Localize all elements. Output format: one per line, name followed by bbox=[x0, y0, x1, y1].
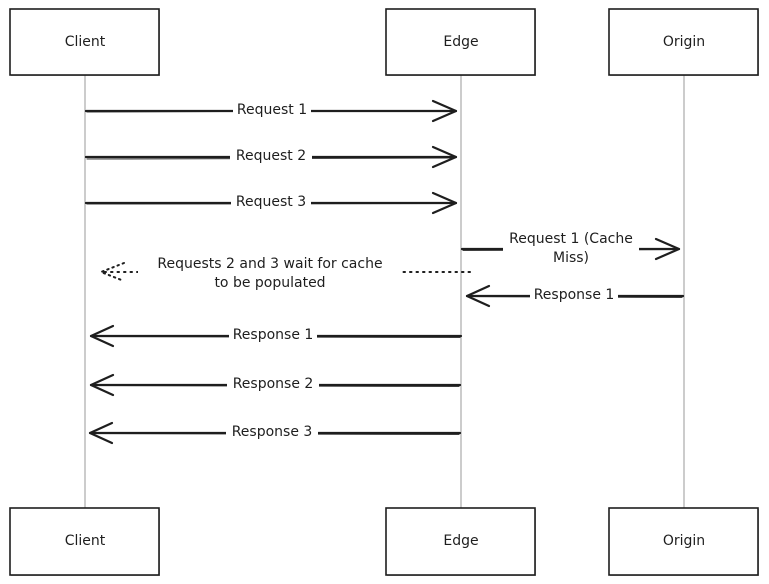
edge-label-bottom: Edge bbox=[443, 533, 478, 549]
arrowhead-left-icon bbox=[89, 373, 115, 397]
arrowhead-left-icon bbox=[88, 421, 114, 445]
message-request-1: Request 1 bbox=[84, 99, 458, 123]
arrowhead-right-icon bbox=[431, 99, 458, 123]
edge-box-top: Edge bbox=[385, 8, 536, 76]
message-response-1: Response 1 bbox=[89, 324, 463, 348]
response-1-origin-label: Response 1 bbox=[534, 287, 615, 303]
message-response-2: Response 2 bbox=[89, 373, 462, 397]
response-2-label: Response 2 bbox=[233, 376, 314, 392]
arrowhead-right-icon bbox=[431, 145, 458, 169]
client-box-top: Client bbox=[9, 8, 160, 76]
arrowhead-right-icon bbox=[431, 191, 458, 215]
request-1-cache-miss-label-line-1: Request 1 (Cache bbox=[509, 231, 633, 247]
request-1-label: Request 1 bbox=[237, 102, 307, 118]
wait-note-label-line-2: to be populated bbox=[214, 275, 325, 291]
message-response-1-origin: Response 1 bbox=[465, 284, 685, 308]
response-1-label: Response 1 bbox=[233, 327, 314, 343]
origin-label-top: Origin bbox=[663, 34, 705, 50]
origin-label-bottom: Origin bbox=[663, 533, 705, 549]
message-request-1-cache-miss: Request 1 (Cache Miss) bbox=[460, 228, 681, 268]
arrowhead-left-icon bbox=[465, 284, 491, 308]
message-response-3: Response 3 bbox=[88, 421, 462, 445]
request-3-label: Request 3 bbox=[236, 194, 306, 210]
response-3-label: Response 3 bbox=[232, 424, 313, 440]
origin-box-bottom: Origin bbox=[608, 507, 759, 576]
edge-box-bottom: Edge bbox=[385, 507, 536, 576]
client-label-top: Client bbox=[65, 34, 106, 50]
arrowhead-right-icon bbox=[654, 237, 681, 261]
message-request-3: Request 3 bbox=[84, 191, 458, 215]
origin-box-top: Origin bbox=[608, 8, 759, 76]
client-label-bottom: Client bbox=[65, 533, 106, 549]
client-box-bottom: Client bbox=[9, 507, 160, 576]
message-request-2: Request 2 bbox=[84, 145, 458, 169]
arrowhead-left-icon bbox=[89, 324, 115, 348]
request-1-cache-miss-label-line-2: Miss) bbox=[553, 250, 589, 266]
request-2-label: Request 2 bbox=[236, 148, 306, 164]
wait-note-label-line-1: Requests 2 and 3 wait for cache bbox=[157, 256, 382, 272]
edge-label-top: Edge bbox=[443, 34, 478, 50]
message-wait-note: Requests 2 and 3 wait for cache to be po… bbox=[98, 254, 471, 294]
